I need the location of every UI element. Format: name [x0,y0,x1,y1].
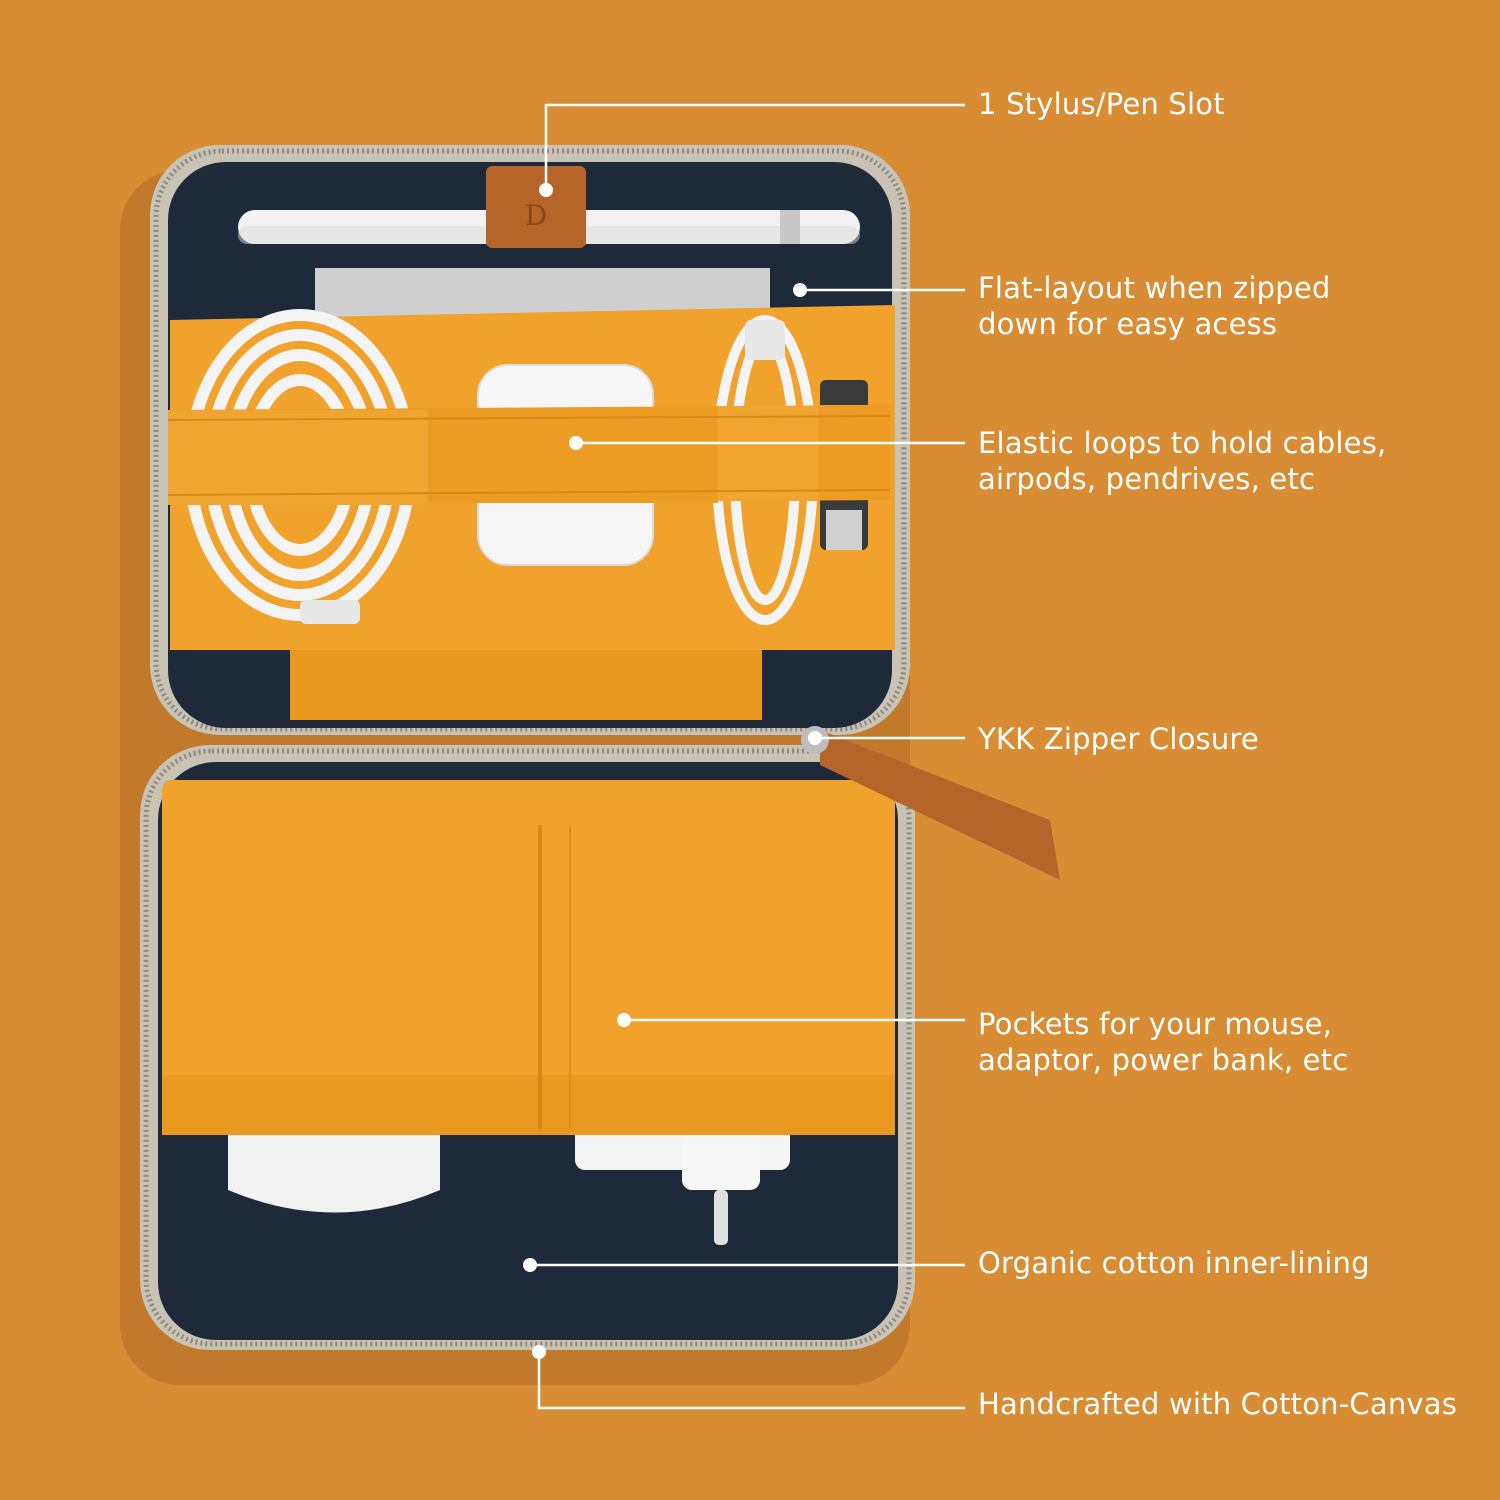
callout-dot-handcrafted [532,1345,546,1359]
callout-elastic-loops-line2: airpods, pendrives, etc [978,462,1316,496]
callout-pockets-line1: Pockets for your mouse, [978,1007,1333,1041]
callout-lines [530,103,965,1410]
callout-stylus-slot-line1: 1 Stylus/Pen Slot [978,87,1225,121]
callout-handcrafted: Handcrafted with Cotton-Canvas [978,1386,1457,1422]
case-bottom-half [140,745,915,1350]
callout-stylus-slot: 1 Stylus/Pen Slot [978,86,1225,122]
callout-dot-lining [523,1258,537,1272]
callout-zipper-line1: YKK Zipper Closure [978,722,1259,756]
callout-zipper: YKK Zipper Closure [978,721,1259,757]
callout-flat-layout-line1: Flat-layout when zipped [978,271,1331,305]
callout-dot-stylus [539,183,553,197]
callout-dot-elastic [569,436,583,450]
callout-lining-line1: Organic cotton inner-lining [978,1246,1370,1280]
callout-elastic-loops-line1: Elastic loops to hold cables, [978,426,1387,460]
svg-text:D: D [525,199,547,232]
elastic-loop-band [167,405,891,505]
callout-pockets: Pockets for your mouse, adaptor, power b… [978,1006,1348,1078]
callout-dot-zipper [808,731,822,745]
callout-lining: Organic cotton inner-lining [978,1245,1370,1281]
callout-handcrafted-line1: Handcrafted with Cotton-Canvas [978,1387,1458,1421]
callout-dot-flat-layout [793,283,807,297]
callout-flat-layout-line2: down for easy acess [978,307,1278,341]
callout-dots [523,183,822,1359]
callout-elastic-loops: Elastic loops to hold cables, airpods, p… [978,425,1386,497]
callout-dot-pockets [617,1013,631,1027]
mouse-icon [228,1115,440,1213]
callout-pockets-line2: adaptor, power bank, etc [978,1043,1349,1077]
callout-flat-layout: Flat-layout when zipped down for easy ac… [978,270,1331,342]
pen-slot-tab: D [486,166,586,248]
